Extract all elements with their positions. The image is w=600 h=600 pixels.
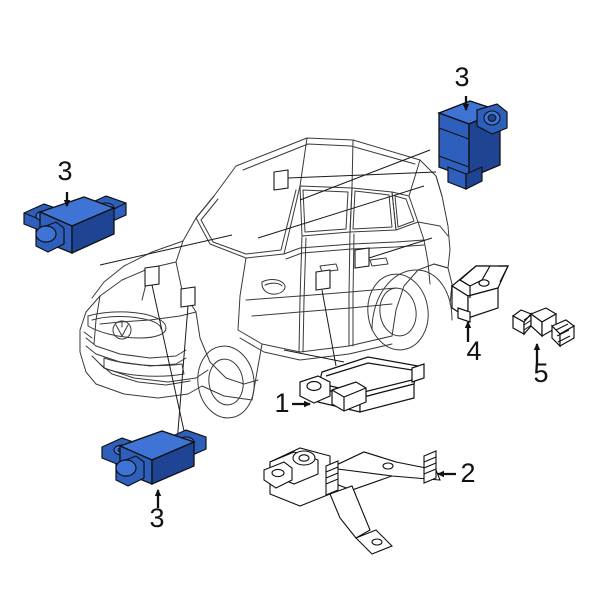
callout-number-3-top-right: 3: [454, 62, 469, 92]
part-3-control-module-top-right[interactable]: [437, 100, 508, 190]
callout-number-3-left: 3: [57, 156, 72, 186]
part-1-control-unit[interactable]: [299, 356, 425, 413]
callout-number-5: 5: [533, 358, 548, 388]
part-3-control-module-left[interactable]: [23, 195, 127, 255]
marker-hood: [144, 265, 160, 287]
part-5-valve-stem[interactable]: [511, 307, 576, 348]
callout-number-group: 3 3 3 1 2 4 5: [57, 62, 548, 533]
callout-number-2: 2: [460, 458, 475, 488]
marker-front-door: [315, 269, 331, 291]
callout-number-3-bottom-left: 3: [149, 503, 164, 533]
location-marker-group: [144, 169, 370, 308]
leader-line-group: [99, 149, 437, 457]
callout-number-4: 4: [466, 336, 481, 366]
marker-rear-door: [354, 247, 370, 269]
callout-arrow-group: [63, 96, 541, 508]
marker-cowl: [180, 286, 196, 308]
part-3-control-module-bottom-left[interactable]: [101, 429, 207, 487]
part-2-mounting-bracket[interactable]: [263, 447, 441, 555]
part-4-tpms-sensor[interactable]: [450, 265, 509, 323]
marker-roof-rear: [273, 169, 289, 191]
callout-number-1: 1: [274, 388, 289, 418]
